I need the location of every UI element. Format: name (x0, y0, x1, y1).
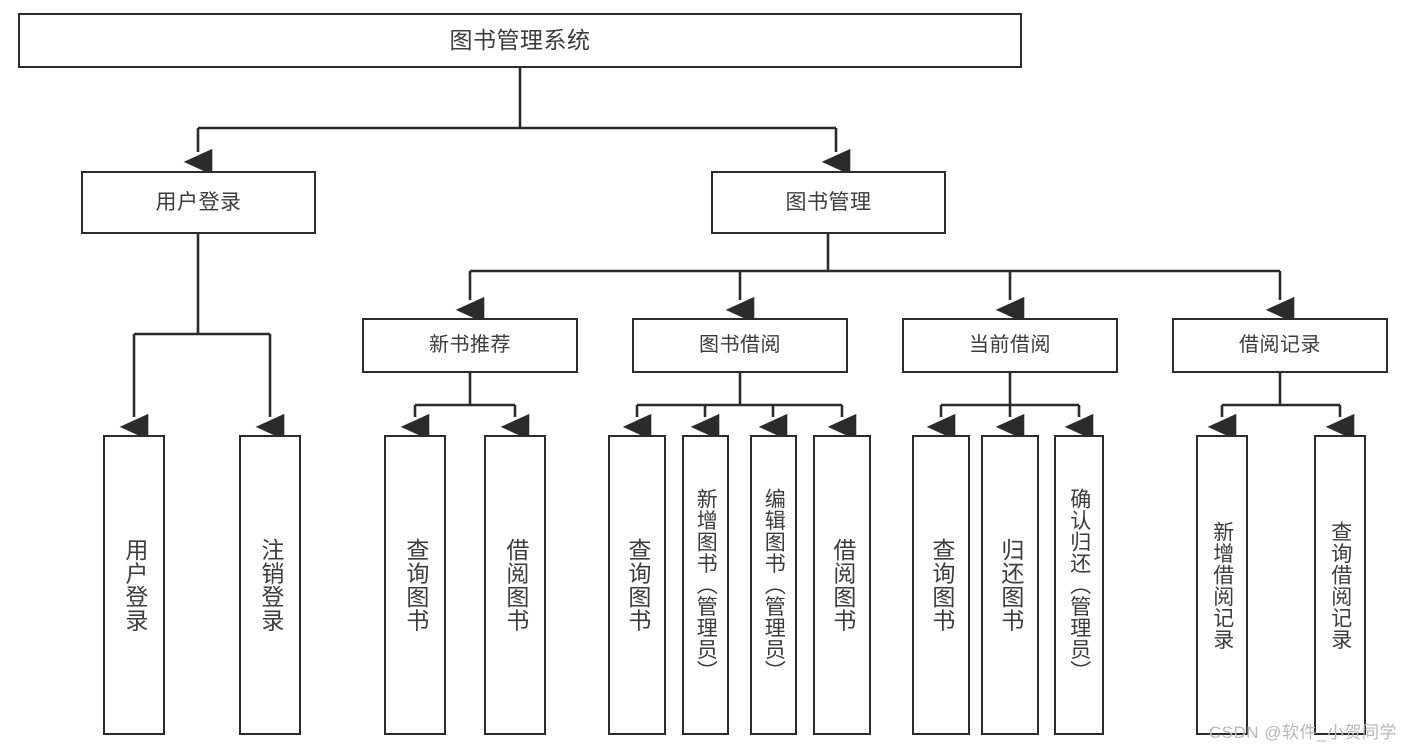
leaf-borrow-borrow-book[interactable]: 借阅图书 (813, 435, 871, 735)
node-user-login[interactable]: 用户登录 (81, 171, 316, 234)
leaf-records-query[interactable]: 查询借阅记录 (1314, 435, 1366, 735)
node-book-borrow-label: 图书借阅 (699, 334, 781, 357)
node-user-login-label: 用户登录 (155, 190, 242, 214)
leaf-new-books-query-label: 查询图书 (402, 538, 429, 632)
leaf-new-books-borrow[interactable]: 借阅图书 (484, 435, 546, 735)
node-new-book-recommend[interactable]: 新书推荐 (362, 318, 578, 373)
leaf-current-confirm-return[interactable]: 确认归还（管理员） (1054, 435, 1104, 735)
node-book-management[interactable]: 图书管理 (711, 171, 946, 234)
leaf-current-return-book-label: 归还图书 (997, 538, 1024, 632)
leaf-records-query-label: 查询借阅记录 (1328, 520, 1352, 650)
node-book-borrow[interactable]: 图书借阅 (632, 318, 848, 373)
leaf-user-login-signout[interactable]: 注销登录 (239, 435, 301, 735)
leaf-new-books-query[interactable]: 查询图书 (384, 435, 446, 735)
leaf-borrow-add-book-label: 新增图书（管理员） (694, 488, 718, 682)
node-borrow-records-label: 借阅记录 (1239, 334, 1321, 357)
node-root-label: 图书管理系统 (449, 26, 591, 53)
leaf-current-confirm-return-label: 确认归还（管理员） (1067, 488, 1091, 682)
node-borrow-records[interactable]: 借阅记录 (1172, 318, 1388, 373)
leaf-new-books-borrow-label: 借阅图书 (502, 538, 529, 632)
leaf-records-add[interactable]: 新增借阅记录 (1196, 435, 1248, 735)
node-root[interactable]: 图书管理系统 (18, 13, 1022, 68)
node-new-book-recommend-label: 新书推荐 (429, 334, 511, 357)
node-book-management-label: 图书管理 (785, 190, 872, 214)
leaf-borrow-borrow-book-label: 借阅图书 (829, 538, 856, 632)
node-current-borrow-label: 当前借阅 (969, 334, 1051, 357)
leaf-current-return-book[interactable]: 归还图书 (981, 435, 1039, 735)
leaf-borrow-edit-book[interactable]: 编辑图书（管理员） (750, 435, 797, 735)
leaf-current-query-book[interactable]: 查询图书 (912, 435, 970, 735)
leaf-borrow-edit-book-label: 编辑图书（管理员） (762, 488, 786, 682)
csdn-watermark: CSDN @软件_小贺同学 (1208, 723, 1397, 742)
leaf-borrow-query-book[interactable]: 查询图书 (608, 435, 666, 735)
leaf-borrow-query-book-label: 查询图书 (624, 538, 651, 632)
leaf-records-add-label: 新增借阅记录 (1210, 520, 1234, 650)
leaf-user-login-signin-label: 用户登录 (121, 538, 148, 632)
node-current-borrow[interactable]: 当前借阅 (902, 318, 1118, 373)
leaf-user-login-signout-label: 注销登录 (257, 538, 284, 632)
leaf-user-login-signin[interactable]: 用户登录 (103, 435, 165, 735)
leaf-current-query-book-label: 查询图书 (928, 538, 955, 632)
leaf-borrow-add-book[interactable]: 新增图书（管理员） (682, 435, 729, 735)
